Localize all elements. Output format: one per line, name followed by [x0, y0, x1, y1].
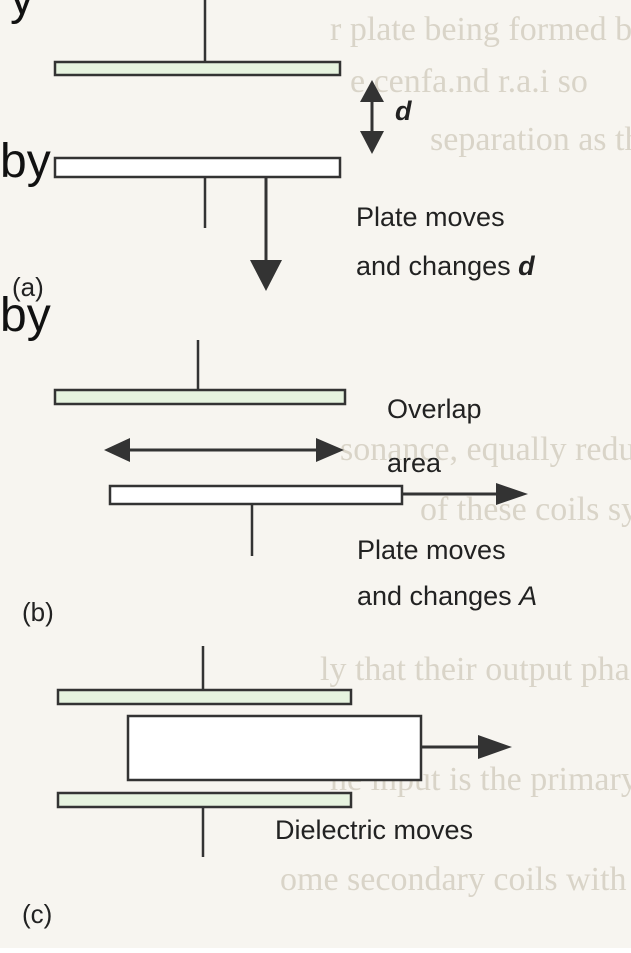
motion-arrow-head [496, 483, 528, 505]
gap-arrow-up-head [360, 80, 384, 102]
fragment-top-text: y [10, 0, 34, 25]
caption-variable: d [518, 251, 535, 281]
fragment-mid-text: by [0, 135, 51, 188]
background-bleed-text: r plate being formed by the e.cenfa.nd r… [280, 11, 631, 898]
dielectric-slab [126, 714, 423, 782]
panel-label: (c) [22, 899, 52, 929]
bleed-line: sonance, equally reduce to [340, 431, 631, 468]
bleed-line: ly that their output phase [320, 651, 631, 688]
panel-a: d Plate moves and changes d (a) [12, 0, 535, 302]
overlap-label-line1: Overlap [387, 394, 482, 424]
fixed-plate [53, 388, 347, 406]
panel-b: Overlap area Plate moves and changes A (… [22, 340, 537, 627]
top-plate [53, 60, 342, 77]
caption: Dielectric moves [275, 815, 473, 845]
overlap-arrow-right-head [316, 438, 344, 462]
gap-arrow-down-head [360, 131, 384, 154]
bleed-line: ome secondary coils with two [280, 861, 631, 898]
overlap-double-arrow [104, 438, 344, 462]
caption-line2-text: and changes [357, 581, 512, 611]
top-plate [56, 688, 353, 706]
fragment-lower-text: by [0, 289, 51, 342]
gap-double-arrow [360, 80, 384, 154]
motion-arrow-head [250, 260, 282, 291]
panel-label: (b) [22, 597, 54, 627]
overlap-label-line2: area [387, 448, 442, 478]
bleed-line: separation as the [430, 121, 631, 158]
motion-arrow-head [478, 735, 512, 759]
caption-line1: Plate moves [356, 202, 505, 232]
panel-c: Dielectric moves (c) [22, 646, 512, 929]
bleed-line: r plate being formed by the [330, 11, 631, 48]
panel-label: (a) [12, 272, 44, 302]
caption-line2-text: and changes [356, 251, 511, 281]
bleed-line: e.cenfa.nd r.a.i so [350, 63, 588, 100]
sliding-plate [108, 484, 404, 506]
gap-symbol-label: d [395, 96, 412, 126]
caption-variable: A [517, 581, 537, 611]
overlap-arrow-left-head [104, 438, 130, 462]
caption-line2: and changes A [357, 581, 537, 611]
moving-plate [53, 156, 342, 179]
bleed-line: of these coils symmetrically [420, 491, 631, 528]
bottom-plate [56, 791, 353, 809]
caption-line1: Plate moves [357, 535, 506, 565]
caption-line2: and changes d [356, 251, 535, 281]
